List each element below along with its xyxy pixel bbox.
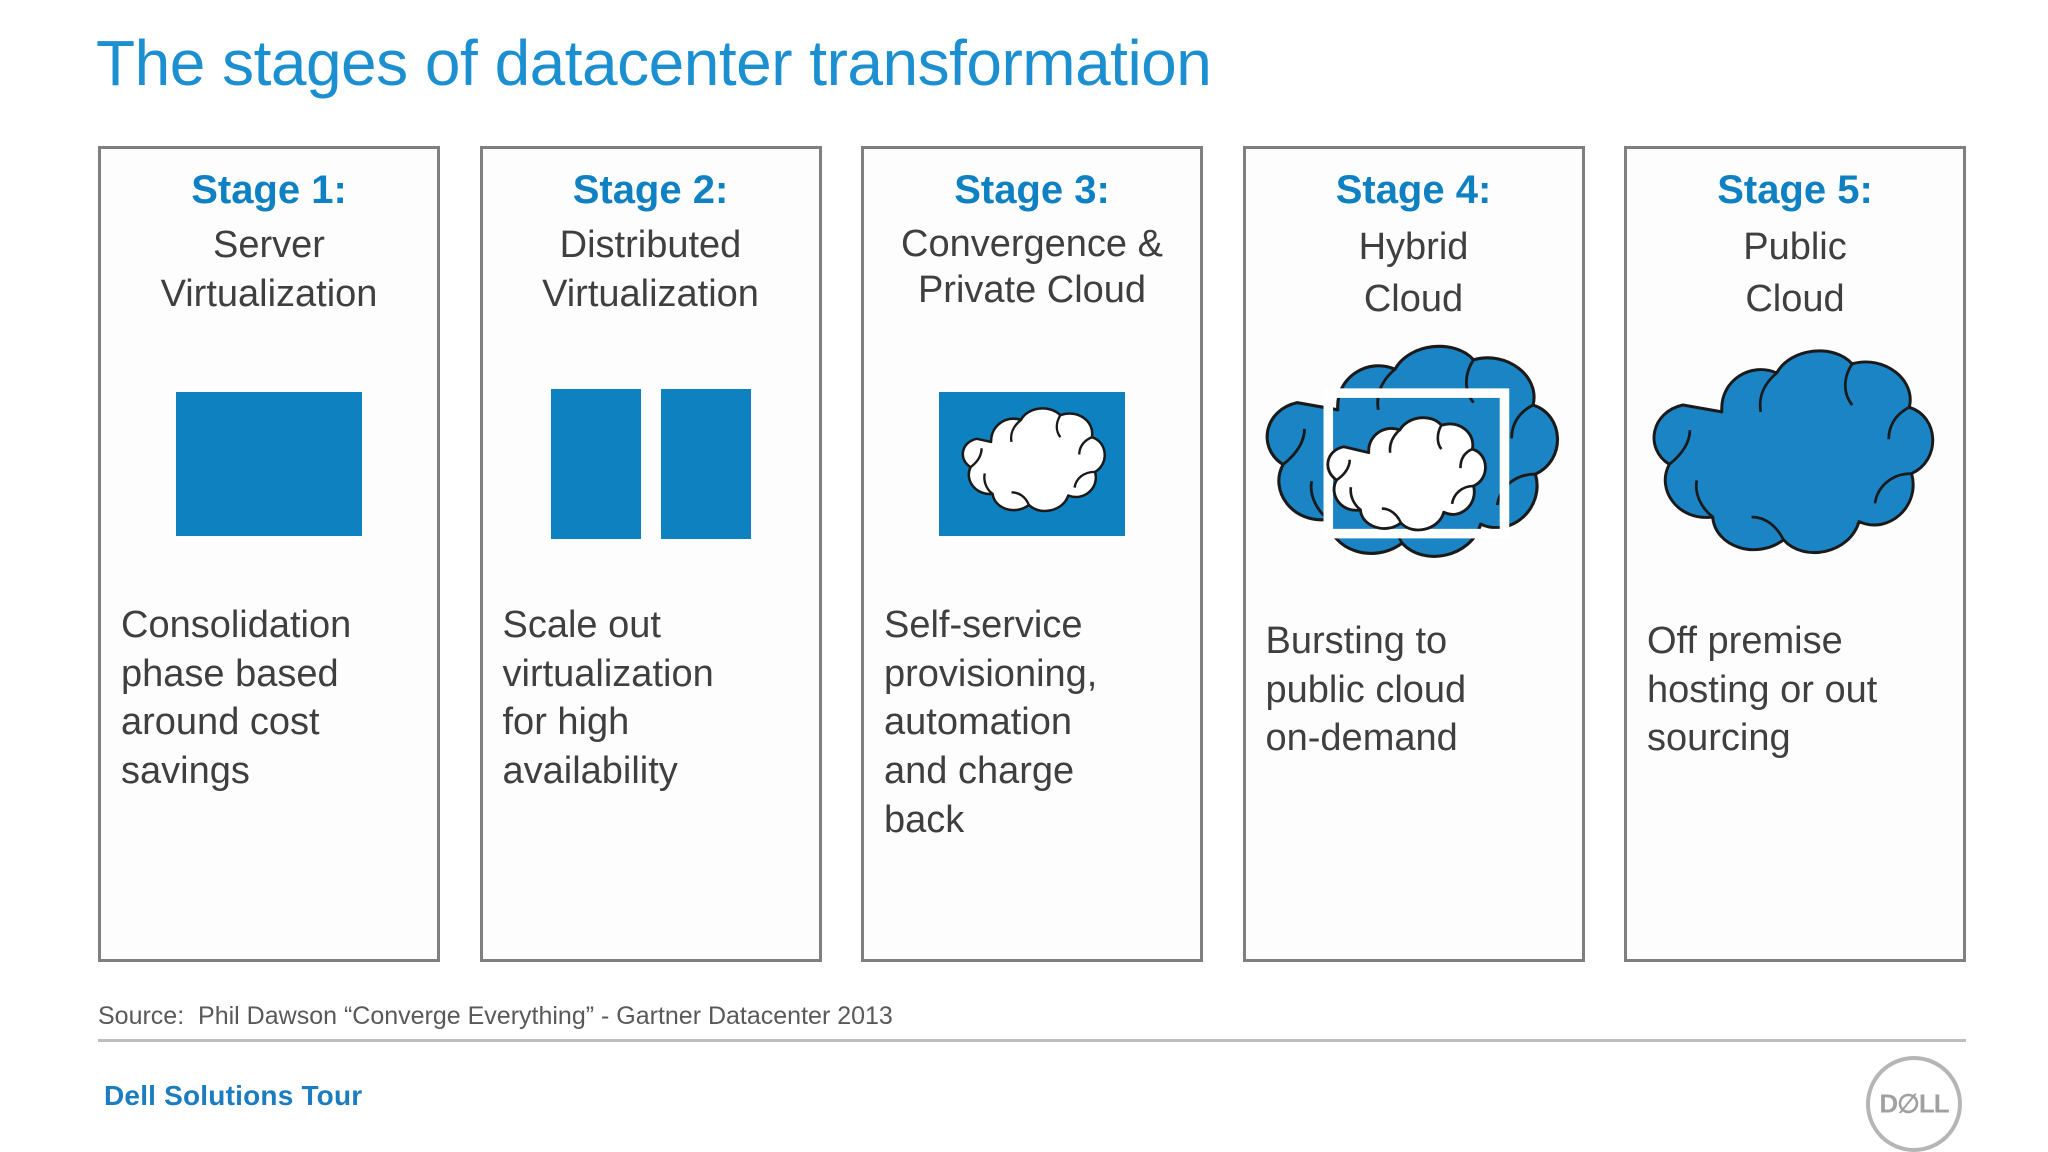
footer-brand-label: Dell Solutions Tour: [104, 1080, 363, 1111]
stage-2-graphic: [483, 349, 819, 579]
stage-2-heading: Stage 2:: [572, 168, 729, 212]
stage-2-subtitle: Distributed Virtualization: [542, 224, 759, 315]
stage-1-heading: Stage 1:: [191, 168, 347, 212]
source-citation: Source: Phil Dawson “Converge Everything…: [98, 1002, 1966, 1042]
stage-panel-2[interactable]: Stage 2: Distributed Virtualization Scal…: [479, 146, 822, 962]
stage-5-heading: Stage 5:: [1717, 168, 1873, 212]
stage-panel-3[interactable]: Stage 3: Convergence & Private Cloud Sel…: [861, 146, 1203, 962]
stage-5-graphic: [1627, 327, 1963, 595]
dell-logo: D∅LL: [1866, 1056, 1962, 1152]
stage-panel-5[interactable]: Stage 5: Public Cloud Off premise hostin…: [1624, 146, 1966, 962]
single-blue-rectangle-icon: [176, 392, 362, 536]
white-cloud-icon: [961, 407, 1106, 513]
dell-logo-ring: [1866, 1056, 1962, 1152]
two-blue-rectangles-icon: [550, 389, 751, 539]
stage-2-body: Scale out virtualization for high availa…: [502, 604, 714, 792]
blue-cloud-with-framed-white-cloud-icon: [1265, 344, 1559, 558]
stage-3-heading: Stage 3:: [954, 168, 1110, 212]
page-title: The stages of datacenter transformation: [96, 27, 1212, 99]
stage-3-body: Self-service provisioning, automation an…: [884, 604, 1098, 841]
inner-white-cloud-icon: [1325, 416, 1487, 532]
stage-4-heading: Stage 4:: [1335, 168, 1492, 212]
stage-panel-4[interactable]: Stage 4: Hybrid Cloud: [1242, 146, 1585, 962]
stage-1-graphic: [101, 349, 437, 579]
stage-3-graphic: [864, 349, 1200, 579]
blue-rectangle-left: [550, 389, 641, 539]
stage-1-subtitle: Server Virtualization: [160, 224, 378, 315]
stage-4-body: Bursting to public cloud on-demand: [1265, 620, 1467, 760]
stage-1-body: Consolidation phase based around cost sa…: [121, 604, 352, 792]
white-cloud-in-blue-square-icon: [939, 392, 1125, 536]
blue-rectangle-right: [660, 389, 751, 539]
stage-panel-strip: Stage 1: Server Virtualization Consolida…: [98, 146, 1966, 962]
stage-5-subtitle: Public Cloud: [1743, 226, 1847, 321]
stage-4-graphic: [1246, 327, 1582, 595]
stage-4-subtitle: Hybrid Cloud: [1358, 226, 1469, 321]
stage-panel-1[interactable]: Stage 1: Server Virtualization Consolida…: [98, 146, 440, 962]
dell-logo-wordmark: D∅LL: [1879, 1088, 1949, 1119]
stage-3-subtitle: Convergence & Private Cloud: [901, 223, 1163, 312]
stage-5-body: Off premise hosting or out sourcing: [1647, 620, 1878, 760]
solid-blue-cloud-icon: [1652, 349, 1935, 555]
